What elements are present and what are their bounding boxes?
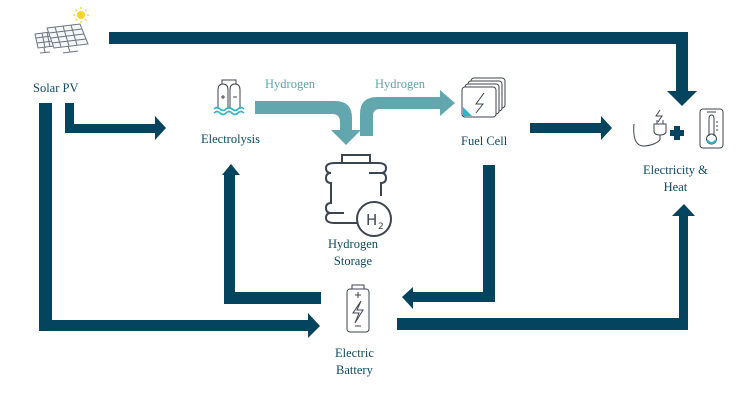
label-flow-hydrogen-1: Hydrogen bbox=[265, 77, 315, 91]
fuel-cell-icon bbox=[461, 77, 506, 118]
arrow-solar-to-electricity-heat bbox=[109, 32, 697, 106]
plug-icon bbox=[633, 109, 667, 147]
label-electric-battery-line2: Battery bbox=[336, 363, 373, 377]
electrolyzer-icon bbox=[213, 79, 245, 116]
label-solar-pv: Solar PV bbox=[33, 81, 79, 95]
arrow-battery-to-electrolysis bbox=[222, 164, 321, 304]
label-hydrogen-storage-line2: Storage bbox=[333, 254, 373, 268]
label-electricity-heat-line2: Heat bbox=[663, 180, 688, 194]
label-hydrogen-storage: Hydrogen Storage bbox=[328, 236, 378, 270]
label-hydrogen-storage-line1: Hydrogen bbox=[328, 237, 378, 251]
label-electricity-heat: Electricity & Heat bbox=[643, 162, 708, 196]
sun-icon bbox=[73, 7, 89, 23]
h2-badge-subscript: 2 bbox=[378, 222, 384, 232]
h2-badge: H bbox=[366, 211, 377, 229]
arrow-fuelcell-to-battery bbox=[402, 165, 495, 309]
arrow-solar-to-electrolysis bbox=[65, 103, 166, 140]
label-electric-battery: Electric Battery bbox=[335, 345, 374, 379]
arrow-electrolysis-to-storage bbox=[255, 101, 361, 145]
battery-icon bbox=[346, 284, 370, 333]
label-electric-battery-line1: Electric bbox=[335, 346, 374, 360]
label-fuel-cell: Fuel Cell bbox=[461, 134, 508, 148]
label-flow-hydrogen-2: Hydrogen bbox=[375, 77, 425, 91]
arrow-fuelcell-to-electricity-heat bbox=[530, 116, 612, 140]
plus-icon bbox=[670, 126, 684, 140]
solar-panel-icon bbox=[34, 7, 89, 54]
hydrogen-tank-icon: H 2 bbox=[324, 154, 392, 237]
thermometer-icon bbox=[699, 108, 724, 149]
arrow-battery-to-electricity-heat bbox=[397, 204, 695, 330]
arrow-storage-to-fuelcell bbox=[360, 90, 455, 136]
label-electricity-heat-line1: Electricity & bbox=[643, 163, 708, 177]
label-electrolysis: Electrolysis bbox=[201, 132, 261, 146]
